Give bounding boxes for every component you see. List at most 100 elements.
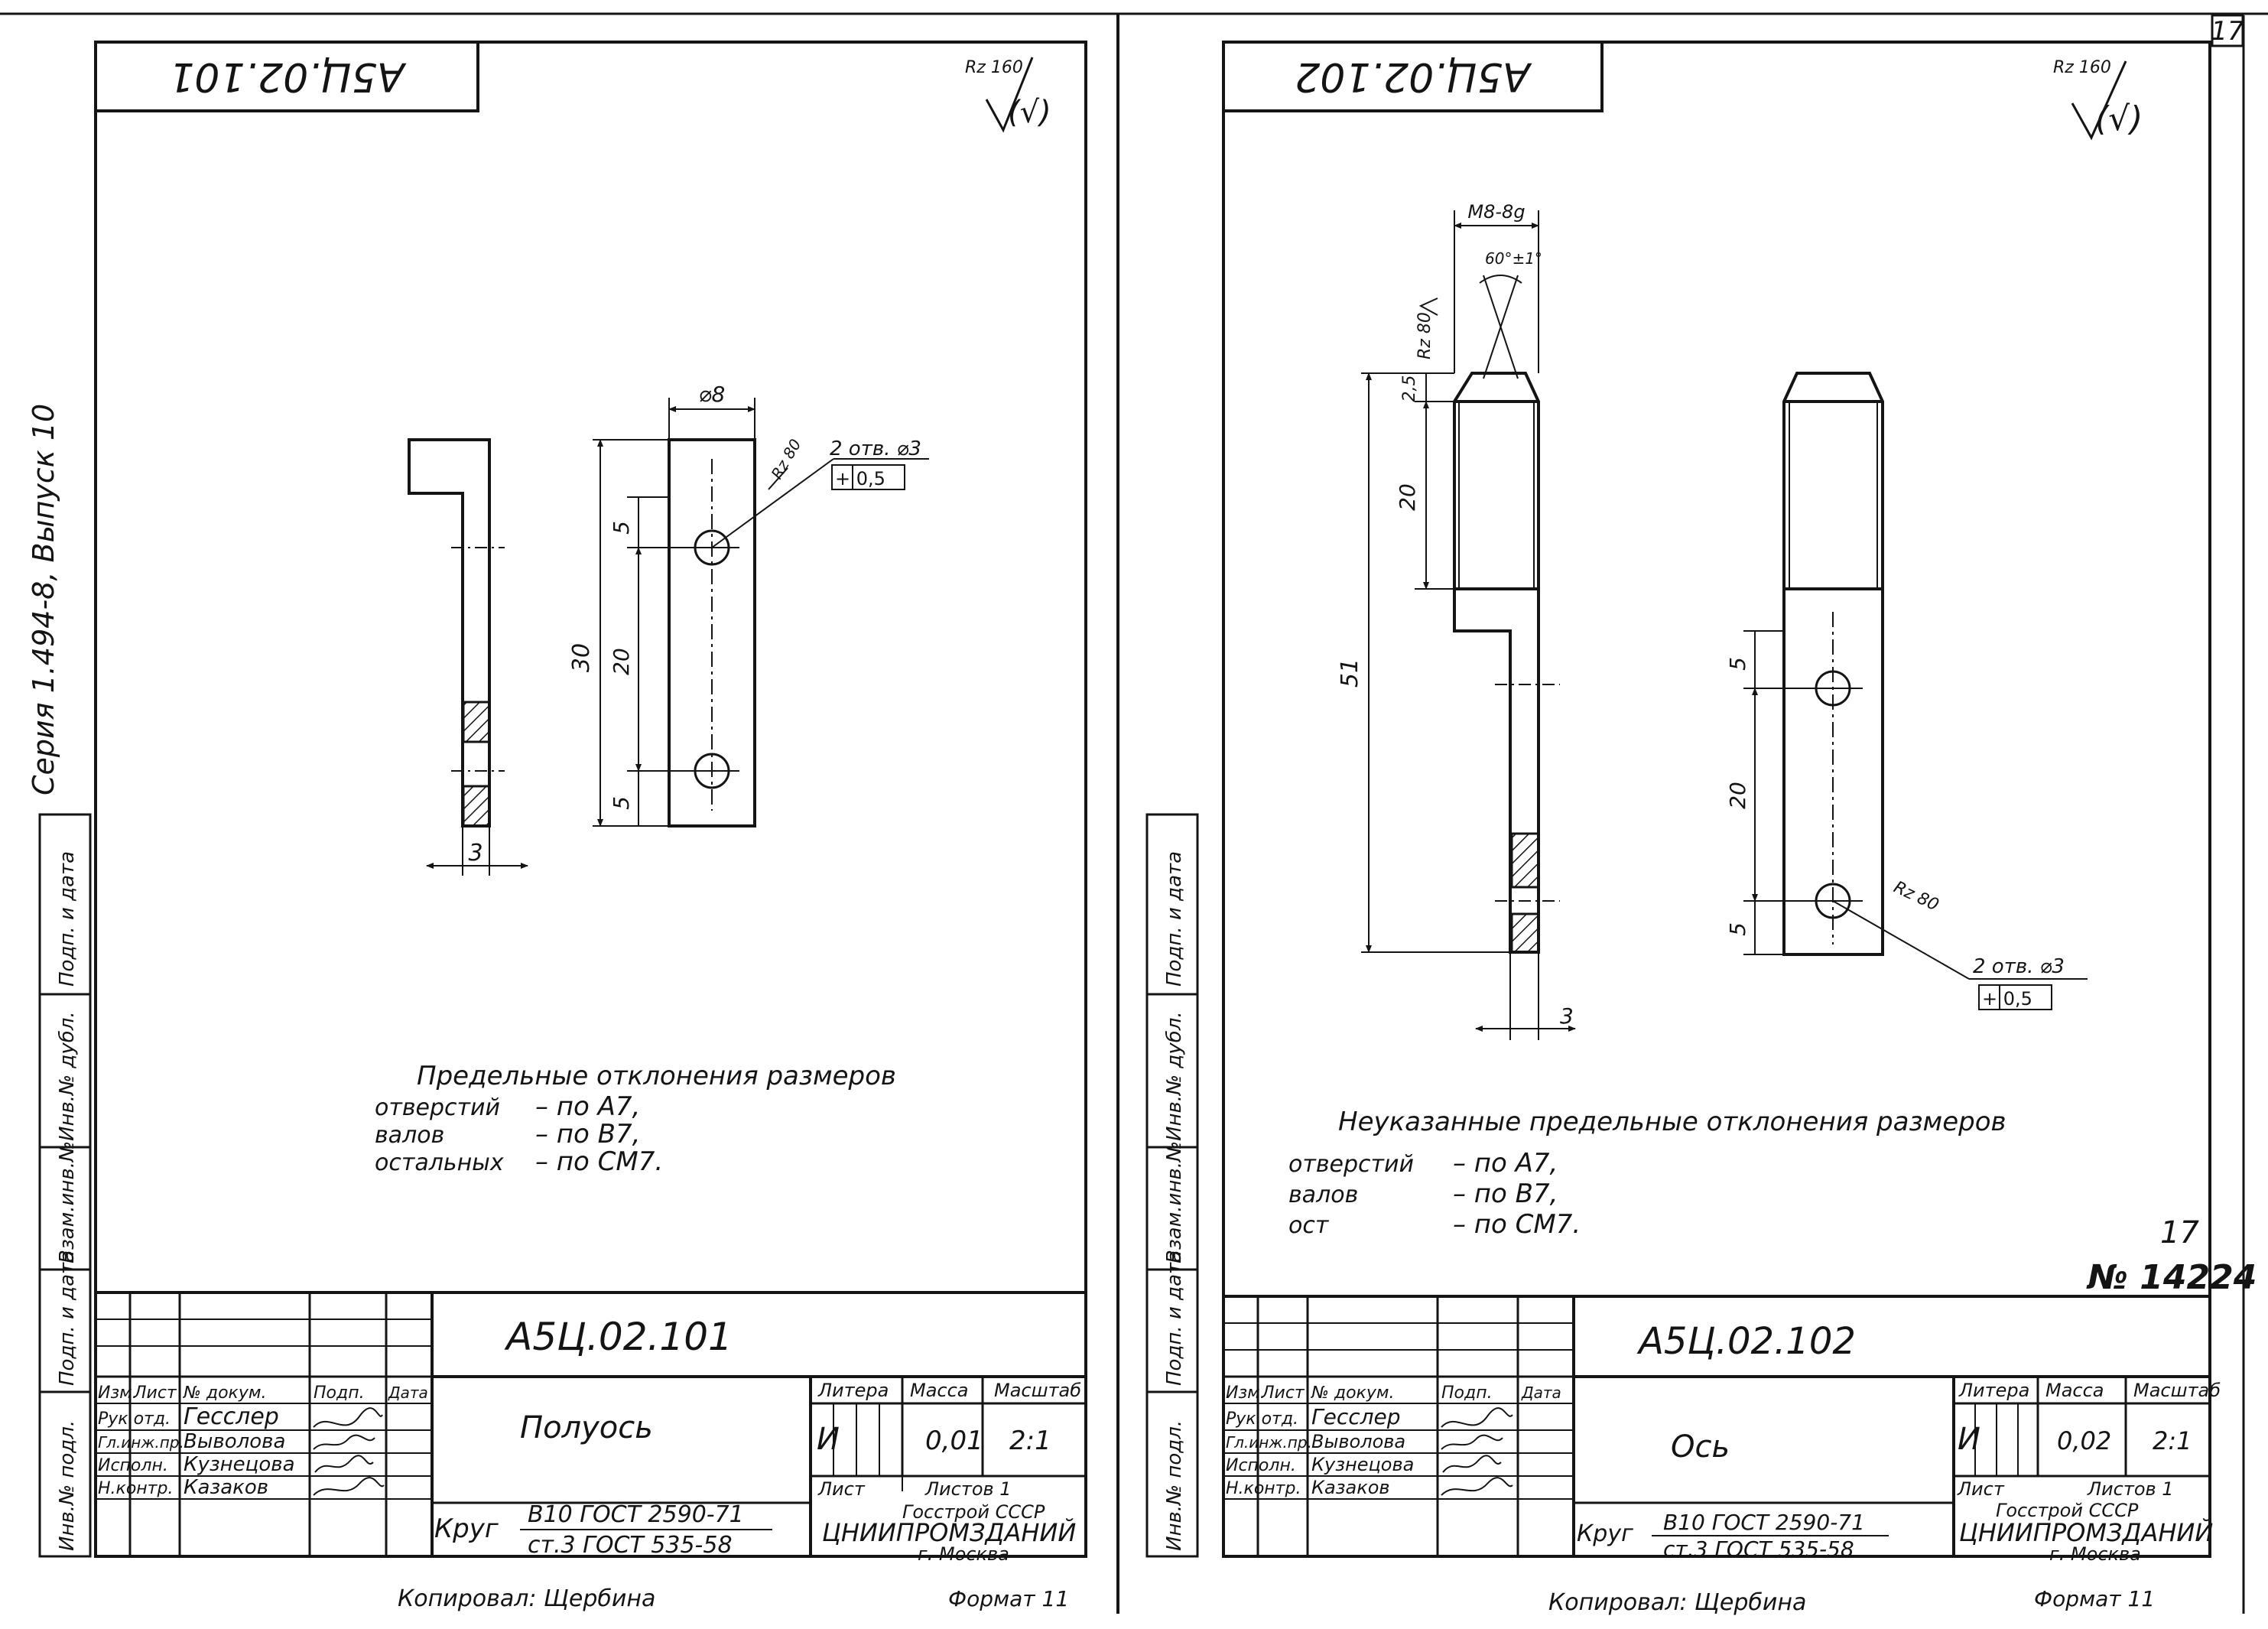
front-hole-roughness: Rz 80	[1890, 878, 1941, 915]
dim-thickness: 3	[468, 840, 483, 867]
hole-callout: 2 отв. ⌀3	[830, 437, 921, 460]
sheet-right: А5Ц.02.102 Rz 160 (√) 60°±1°	[1222, 41, 2257, 1616]
svg-text:Выволова: Выволова	[1311, 1431, 1405, 1452]
svg-text:Лист: Лист	[1261, 1384, 1305, 1403]
dim-front-bottom: 5	[1725, 922, 1750, 936]
svg-text:Масштаб: Масштаб	[2133, 1380, 2221, 1401]
dim-hole-spacing: 20	[609, 648, 634, 675]
signature-r4	[1441, 1477, 1513, 1496]
copied-by-right: Копировал: Щербина	[1548, 1589, 1806, 1616]
svg-text:ст.3 ГОСТ 535-58: ст.3 ГОСТ 535-58	[528, 1532, 733, 1559]
svg-text:– по В7,: – по В7,	[1453, 1179, 1558, 1209]
svg-text:И: И	[1958, 1422, 1980, 1457]
signature-r3	[1442, 1455, 1502, 1473]
page-frame: 17	[0, 12, 2268, 1614]
front-hole-tolerance: + 0,5	[1982, 988, 2032, 1010]
signature-3	[314, 1455, 374, 1473]
svg-text:Госстрой СССР: Госстрой СССР	[1996, 1500, 2139, 1521]
svg-text:Выволова: Выволова	[184, 1430, 285, 1453]
svg-text:№ докум.: № докум.	[183, 1384, 266, 1403]
svg-text:– по СМ7.: – по СМ7.	[535, 1146, 663, 1177]
svg-text:2:1: 2:1	[2153, 1426, 2192, 1455]
binding-margin: Серия 1.494-8, Выпуск 10 Подп. и дата Ин…	[27, 404, 92, 1558]
signature-1	[313, 1407, 383, 1428]
svg-text:В10 ГОСТ 2590-71: В10 ГОСТ 2590-71	[1663, 1510, 1865, 1535]
registration-stamp: 17 № 14224	[2086, 1215, 2257, 1297]
hole-roughness: Rz 80	[768, 436, 805, 483]
front-hole-callout: 2 отв. ⌀3	[1973, 955, 2065, 978]
svg-text:№ докум.: № докум.	[1311, 1384, 1394, 1403]
svg-text:Исполн.: Исполн.	[1226, 1456, 1296, 1475]
svg-text:ст.3 ГОСТ 535-58: ст.3 ГОСТ 535-58	[1663, 1536, 1854, 1562]
axle-side-view: 60°±1° M8-8g Rz 80 2,5 20 51 3	[1337, 201, 1576, 1040]
signature-4	[313, 1477, 385, 1496]
svg-text:Листов 1: Листов 1	[924, 1478, 1012, 1500]
margin-label-1: Инв.№ подл.	[56, 1420, 79, 1551]
svg-text:Гесслер: Гесслер	[184, 1403, 279, 1430]
dim-overall-height: 30	[568, 643, 595, 672]
svg-text:Подп.: Подп.	[314, 1384, 365, 1403]
svg-text:Литера: Литера	[1958, 1380, 2029, 1401]
svg-text:Исполн.: Исполн.	[98, 1456, 168, 1475]
svg-text:валов: валов	[1288, 1182, 1358, 1208]
svg-text:ост: ост	[1288, 1212, 1330, 1239]
copied-by: Копировал: Щербина	[398, 1585, 655, 1612]
chamfer-angle: 60°±1°	[1485, 249, 1542, 268]
svg-text:Гл.инж.пр.: Гл.инж.пр.	[1226, 1433, 1312, 1452]
part-front-view: ⌀8 30 5 20 5 2 отв. ⌀3 + 0,5 Rz 80	[568, 382, 929, 828]
sheet-right-code: А5Ц.02.102	[1636, 1320, 1856, 1363]
margin-label-3: Взам.инв.№	[56, 1141, 79, 1263]
svg-text:Н.контр.: Н.контр.	[98, 1479, 173, 1498]
svg-text:0,01: 0,01	[925, 1426, 983, 1456]
stamp-page: 17	[2160, 1215, 2199, 1250]
roughness-symbol: Rz 160 (√)	[965, 57, 1051, 133]
svg-text:остальных: остальных	[375, 1149, 504, 1176]
binding-margin-right: Подп. и дата Инв.№ дубл. Взам.инв.№ Подп…	[1145, 813, 1199, 1558]
stamp-number: № 14224	[2086, 1258, 2257, 1297]
format-label-right: Формат 11	[2034, 1586, 2155, 1611]
svg-text:Госстрой СССР: Госстрой СССР	[902, 1501, 1045, 1523]
svg-text:Листов 1: Листов 1	[2087, 1478, 2174, 1500]
svg-text:В10 ГОСТ 2590-71: В10 ГОСТ 2590-71	[528, 1501, 744, 1528]
svg-text:Кузнецова: Кузнецова	[1311, 1454, 1414, 1475]
margin-right-label-3: Взам.инв.№	[1163, 1141, 1186, 1263]
signature-r1	[1441, 1407, 1513, 1428]
svg-text:Казаков: Казаков	[1311, 1477, 1390, 1498]
margin-right-label-5: Подп. и дата	[1163, 851, 1186, 987]
thread-label: M8-8g	[1467, 201, 1525, 223]
title-block-right: Изм. Лист № докум. Подп. Дата Рук.отд. Г…	[1223, 1295, 2221, 1565]
svg-text:отверстий: отверстий	[375, 1094, 500, 1121]
svg-text:(√): (√)	[1008, 95, 1051, 130]
roughness-symbol-right: Rz 160 (√)	[2053, 58, 2143, 141]
sheet-left-code-mirrored: А5Ц.02.101	[169, 54, 407, 99]
axle-part-name: Ось	[1671, 1429, 1730, 1465]
svg-text:– по СМ7.: – по СМ7.	[1453, 1209, 1581, 1240]
tolerance-notes-right: Неуказанные предельные отклонения размер…	[1288, 1107, 2006, 1240]
svg-text:– по В7,: – по В7,	[535, 1119, 640, 1149]
sheet-right-frame	[1222, 41, 2211, 1558]
svg-text:Дата: Дата	[388, 1384, 428, 1402]
svg-text:отверстий: отверстий	[1288, 1151, 1414, 1178]
svg-text:г. Москва: г. Москва	[2049, 1543, 2141, 1565]
svg-text:Лист: Лист	[133, 1384, 177, 1403]
page-number: 17	[2211, 16, 2244, 47]
format-label: Формат 11	[948, 1586, 1069, 1611]
svg-text:Дата: Дата	[1521, 1384, 1561, 1402]
svg-text:Масштаб: Масштаб	[994, 1380, 1081, 1401]
sheet-left: А5Ц.02.101 Rz 160 (√) 3	[94, 41, 1087, 1612]
svg-text:И: И	[817, 1422, 840, 1457]
title-block: Изм. Лист № докум. Подп. Дата Рук.отд. Г…	[96, 1291, 1086, 1565]
margin-right-label-2: Подп. и дата	[1163, 1250, 1186, 1386]
svg-text:Лист: Лист	[817, 1478, 866, 1500]
signature-r2	[1441, 1434, 1503, 1450]
series-label: Серия 1.494-8, Выпуск 10	[27, 404, 60, 795]
svg-text:Лист: Лист	[1957, 1478, 2005, 1500]
sheet-left-code: А5Ц.02.101	[504, 1315, 733, 1359]
svg-text:Казаков: Казаков	[184, 1476, 268, 1499]
svg-text:(√): (√)	[2095, 99, 2143, 138]
axle-front-view: 5 20 5 2 отв. ⌀3 + 0,5 Rz 80	[1725, 372, 2088, 1010]
margin-right-label-4: Инв.№ дубл.	[1163, 1011, 1186, 1141]
dim-chamfer-length: 2,5	[1400, 376, 1419, 402]
hole-tolerance: + 0,5	[835, 468, 885, 489]
